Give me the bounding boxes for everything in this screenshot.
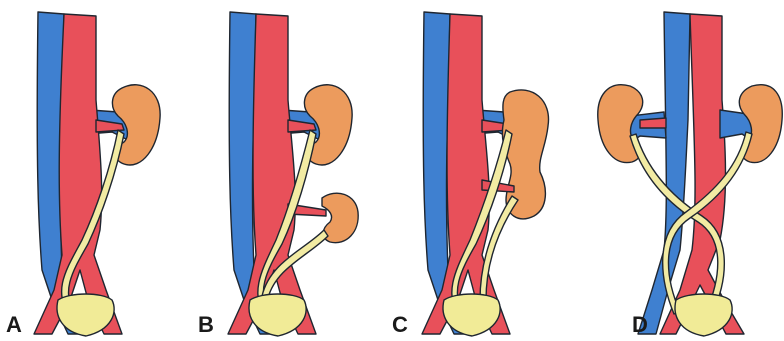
panel-d: D	[598, 12, 782, 337]
panel-label: C	[392, 312, 408, 337]
panel-label: B	[198, 312, 214, 337]
panel-b: B	[198, 12, 358, 337]
panel-label: D	[632, 312, 648, 337]
right-renal-artery	[640, 118, 666, 128]
panel-label: A	[6, 312, 22, 337]
panel-c: C	[392, 12, 549, 337]
panel-a: A	[6, 12, 160, 337]
